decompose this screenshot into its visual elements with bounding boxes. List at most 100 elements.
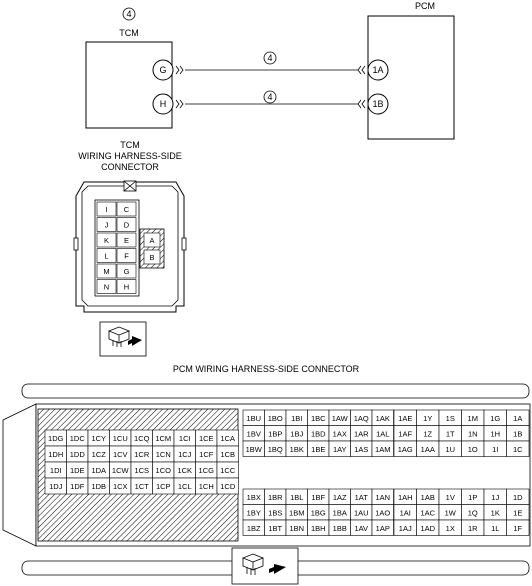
tcm-number: 4 bbox=[126, 9, 131, 19]
pcm-connector-pin-label: 1CO bbox=[156, 466, 172, 475]
pcm-connector-pin-label: 1J bbox=[491, 493, 499, 502]
tcm-connector-title-line: TCM bbox=[120, 140, 140, 150]
tcm-connector-pin-label: H bbox=[124, 283, 129, 292]
pcm-connector-pin-label: 1CN bbox=[156, 450, 171, 459]
pcm-connector-pin-label: 1CZ bbox=[92, 450, 107, 459]
pcm-connector-pin-label: 1T bbox=[446, 429, 455, 438]
pcm-connector-pin-label: 1AT bbox=[355, 493, 369, 502]
pcm-connector-pin-label: 1BL bbox=[290, 493, 303, 502]
pcm-connector-pin-label: 1CY bbox=[91, 434, 106, 443]
pcm-connector-pin-label: 1BT bbox=[268, 524, 282, 533]
pcm-connector-pin-label: 1F bbox=[513, 524, 522, 533]
pcm-pin-1b-label: 1B bbox=[372, 99, 383, 109]
pcm-connector-pin-label: 1BB bbox=[333, 524, 347, 533]
pcm-connector-pin-label: 1AQ bbox=[354, 414, 369, 423]
pcm-connector-pin-label: 1AB bbox=[421, 493, 435, 502]
tcm-connector-pin-cell bbox=[116, 201, 137, 217]
tcm-connector-pin-label: N bbox=[104, 283, 109, 292]
pcm-connector-pin-label: 1BI bbox=[291, 414, 302, 423]
pcm-label: PCM bbox=[415, 1, 435, 11]
pcm-connector-pin-label: 1BV bbox=[247, 429, 261, 438]
pcm-connector-pin-label: 1BP bbox=[268, 429, 282, 438]
pcm-connector-pin-cell bbox=[506, 440, 530, 457]
wire-h-1b: 4 bbox=[175, 90, 366, 109]
pcm-connector-pin-label: 1BG bbox=[311, 508, 326, 517]
pcm-connector-pin-label: 1O bbox=[468, 445, 478, 454]
pcm-connector-pin-label: 1AG bbox=[398, 445, 413, 454]
pcm-connector-pin-label: 1CP bbox=[156, 482, 171, 491]
tcm-connector-pin-cell bbox=[96, 263, 117, 279]
pcm-connector-pin-label: 1B bbox=[513, 429, 522, 438]
pcm-connector-pin-label: 1G bbox=[490, 414, 500, 423]
pcm-connector-pin-label: 1AO bbox=[375, 508, 390, 517]
wire-number-circle bbox=[263, 51, 277, 65]
tcm-pin-g bbox=[152, 59, 174, 81]
pcm-connector-pin-label: 1S bbox=[446, 414, 455, 423]
pcm-connector-pin-label: 1X bbox=[446, 524, 455, 533]
pcm-connector-pin-cell bbox=[216, 477, 239, 495]
pcm-connector-pin-label: 1AW bbox=[332, 414, 349, 423]
pcm-connector-pin-label: 1P bbox=[468, 493, 477, 502]
pcm-connector-pin-label: 1DA bbox=[91, 466, 106, 475]
pcm-connector-pin-label: 1AC bbox=[420, 508, 435, 517]
pcm-connector-pin-label: 1AY bbox=[333, 445, 347, 454]
tcm-connector-title-line: CONNECTOR bbox=[101, 162, 159, 172]
tcm-label: TCM bbox=[119, 28, 139, 38]
pcm-connector-pin-label: 1Y bbox=[423, 414, 432, 423]
pcm-connector-pin-label: 1BW bbox=[246, 445, 263, 454]
pcm-connector-pin-label: 1CL bbox=[178, 482, 192, 491]
pcm-connector-pin-label: 1CB bbox=[220, 450, 235, 459]
tcm-connector-pin-label: E bbox=[124, 236, 129, 245]
tcm-connector-pin-label: J bbox=[105, 221, 109, 230]
pcm-connector-pin-label: 1DE bbox=[70, 466, 85, 475]
tcm-connector-pin-cell bbox=[96, 279, 117, 294]
pcm-connector-pin-label: 1AX bbox=[333, 429, 347, 438]
pcm-connector-pin-label: 1BM bbox=[289, 508, 304, 517]
pcm-connector-pin-label: 1CF bbox=[199, 450, 214, 459]
pcm-connector-pin-label: 1AF bbox=[398, 429, 412, 438]
tcm-connector-pin-cell bbox=[96, 248, 117, 263]
pcm-connector-pin-label: 1BC bbox=[311, 414, 326, 423]
pcm-connector-pin-label: 1CH bbox=[199, 482, 214, 491]
pcm-connector-pin-label: 1CS bbox=[134, 466, 149, 475]
tcm-connector-pin-label: F bbox=[124, 252, 129, 261]
pcm-connector-title: PCM WIRING HARNESS-SIDE CONNECTOR bbox=[173, 364, 360, 374]
pcm-connector-pin-label: 1BF bbox=[311, 493, 325, 502]
pcm-connector-pin-label: 1BE bbox=[311, 445, 325, 454]
pcm-connector-pin-label: 1AI bbox=[400, 508, 411, 517]
pcm-connector-pin-label: 1BO bbox=[268, 414, 283, 423]
pcm-connector-pin-label: 1CU bbox=[113, 434, 128, 443]
connector-view-icon bbox=[99, 321, 147, 357]
tcm-connector-pin-cell bbox=[96, 232, 117, 248]
pcm-connector-pin-label: 1I bbox=[492, 445, 498, 454]
pcm-connector-pin-label: 1CJ bbox=[178, 450, 192, 459]
pcm-connector-pin-label: 1W bbox=[445, 508, 457, 517]
pcm-connector-pin-label: 1AA bbox=[421, 445, 435, 454]
pcm-connector-pin-cell bbox=[371, 519, 394, 536]
pcm-connector-pin-label: 1L bbox=[491, 524, 499, 533]
pcm-pin-1a-label: 1A bbox=[372, 65, 383, 75]
pcm-connector-pin-label: 1CT bbox=[135, 482, 150, 491]
pcm-connector-pin-label: 1K bbox=[491, 508, 500, 517]
tcm-connector-pin-cell bbox=[116, 248, 137, 263]
pcm-connector-pin-label: 1AJ bbox=[399, 524, 412, 533]
pcm-connector-pin-label: 1AM bbox=[375, 445, 390, 454]
pcm-connector-pin-label: 1CA bbox=[220, 434, 235, 443]
pcm-connector-pin-label: 1BN bbox=[289, 524, 304, 533]
tcm-number-circle bbox=[122, 7, 136, 21]
pcm-connector-pin-label: 1AK bbox=[376, 414, 390, 423]
pcm-connector-pin-label: 1BD bbox=[311, 429, 326, 438]
tcm-connector-inner-pin-cell bbox=[143, 232, 161, 248]
tcm-connector-pin-cell bbox=[116, 263, 137, 279]
pcm-connector-pin-label: 1BZ bbox=[247, 524, 261, 533]
pcm-connector-pin-label: 1AD bbox=[420, 524, 435, 533]
connector-view-icon bbox=[231, 547, 299, 585]
tcm-connector-inner-pin-label: B bbox=[149, 253, 154, 262]
tcm-pin-g-label: G bbox=[159, 65, 166, 75]
pcm-connector-pin-label: 1AS bbox=[354, 445, 368, 454]
pcm-connector-pin-label: 1A bbox=[513, 414, 522, 423]
pcm-connector-pin-label: 1AU bbox=[354, 508, 369, 517]
